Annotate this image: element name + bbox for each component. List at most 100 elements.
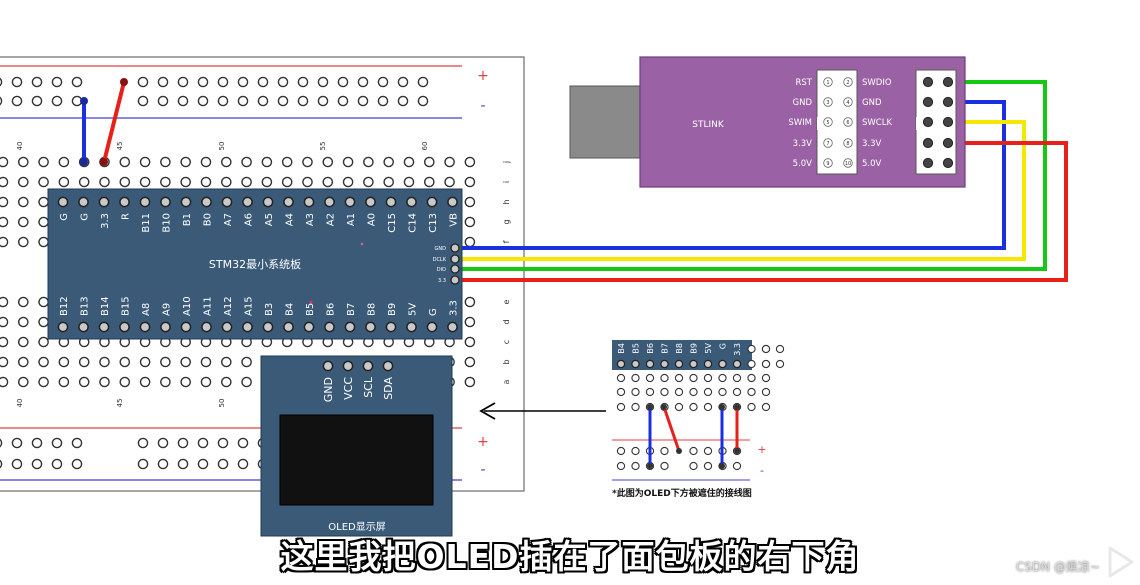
arrow-head [479,402,496,420]
inset-pin-hole [631,359,640,369]
inset-wire-red [662,406,681,452]
row-letter: i [502,181,511,183]
stm32-top-pin-hole [324,196,335,208]
breadboard-hole [464,216,476,228]
inset-pin-label: 5V [704,342,713,353]
stlink-pin [823,158,833,168]
breadboard-hole [139,156,151,168]
inset-hole [718,373,727,383]
inset-hole [645,373,655,383]
stm32-bottom-pin-label: B7 [346,303,357,316]
oled-screen [279,414,434,506]
power-rail-hole [0,459,3,469]
inset-wire-end [719,463,725,469]
stm32-bottom-pin-label: B14 [100,296,111,316]
stm32-bottom-pin-hole [201,321,212,333]
breadboard-hole [38,216,49,228]
stlink-pin [843,117,853,127]
inset-hole [616,402,626,412]
breadboard-hole [464,236,476,248]
stm32-bottom-pin-hole [283,321,294,333]
stm32-top-pin-hole [447,196,458,208]
stm32-top-pin-hole [426,196,438,208]
stm32-top-pin-label: A6 [244,213,255,226]
breadboard-hole [302,176,313,188]
power-rail-hole [157,95,169,107]
power-rail-hole [177,76,189,88]
row-letter: a [502,379,511,384]
power-rail-hole [397,76,409,88]
breadboard-hole [38,356,49,368]
oled-pin-label: VCC [342,377,355,400]
breadboard-hole [302,156,313,168]
column-number: 45 [116,142,124,151]
inset-wire-end [734,448,740,454]
stm32-top-pin-hole [160,196,171,208]
stm32-bottom-pin-hole [78,321,89,333]
power-rail-hole [71,458,83,470]
stlink-left-label: 5.0V [793,159,813,169]
inset-hole [674,387,684,397]
stlink-left-label: 3.3V [793,139,813,149]
inset-hole [660,446,669,456]
power-rail-hole [197,458,209,470]
stm32-bottom-pin-label: A12 [223,296,234,316]
inset-hole [703,446,713,456]
power-rail-hole [317,95,329,107]
stlink-pin [843,158,853,168]
power-rail-hole [237,95,249,107]
breadboard-hole [17,236,29,248]
inset-hole [616,373,626,383]
inset-pin-hole [645,359,655,369]
stm32-top-pin-label: A4 [285,213,296,226]
breadboard-hole [241,176,252,188]
swd-wire-gnd [455,100,1006,250]
breadboard-hole [38,336,49,348]
breadboard-hole [160,356,171,368]
stm32-bottom-pin-hole [221,321,233,333]
stlink-programmer: STLINKRSTGNDSWIM3.3V5.0VSWDIOGNDSWCLK3.3… [569,56,966,188]
stlink-pin [823,77,833,87]
stm32-top-pin-label: G [59,213,70,221]
stm32-bottom-pin-hole [344,321,356,333]
stm32-bottom-pin-hole [324,321,335,333]
breadboard-hole [0,356,9,368]
breadboard-hole [0,156,9,168]
stlink-output-pin [942,76,954,88]
stm32-top-pin-hole [262,196,274,208]
stm32-pcb [47,188,463,340]
breadboard-hole [464,176,476,188]
stm32-top-pin-label: A2 [326,213,337,226]
breadboard-hole [241,356,252,368]
inset-hole [747,387,756,397]
breadboard-hole [281,176,293,188]
column-number: 55 [319,142,327,151]
play-icon[interactable] [1106,545,1134,579]
inset-caption: *此图为OLED下方被遮住的接线图 [612,487,752,499]
stm32-bottom-pin-label: B12 [59,296,70,316]
power-rail-hole [397,95,409,107]
breadboard-hole [220,176,232,188]
top-plus-label: + [477,68,489,84]
power-rail-hole [237,76,249,88]
stlink-output-pin [922,116,934,128]
breadboard-hole [0,296,9,308]
breadboard-hole [464,376,476,388]
stm32-top-pin-label: B10 [162,213,173,233]
inset-hole [761,359,771,369]
breadboard-hole [383,156,395,168]
oled-pin-hole [382,360,394,372]
inset-hole [761,373,771,383]
power-rail-hole [177,95,189,107]
column-number: 40 [16,399,24,408]
column-number: 50 [218,399,226,408]
stm32-bottom-pin-hole [180,321,192,333]
power-rail-hole [237,437,249,449]
inset-hole [689,387,698,397]
stlink-right-label: 3.3V [862,139,882,149]
breadboard-hole [241,156,252,168]
stlink-pin [843,77,853,87]
